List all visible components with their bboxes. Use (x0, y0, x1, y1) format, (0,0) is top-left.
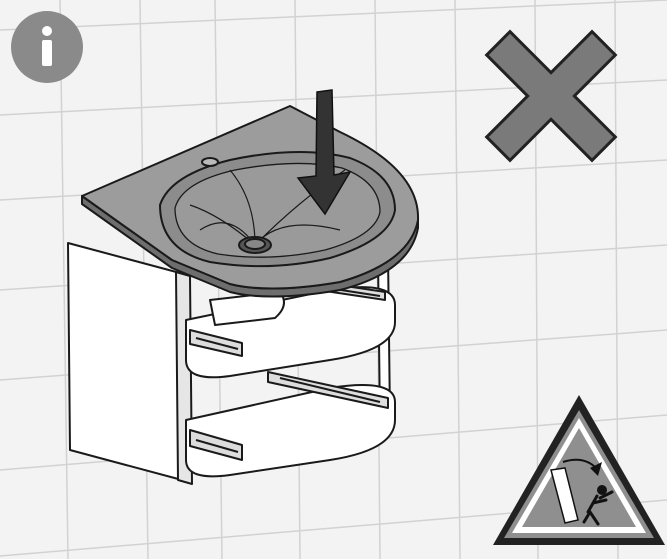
cross-icon (484, 29, 618, 163)
tipping-hazard-warning-icon (493, 395, 665, 545)
down-arrow-icon (296, 89, 352, 216)
tap-hole (201, 157, 219, 167)
cabinet-side-panel (67, 242, 183, 481)
info-icon (11, 11, 83, 83)
lower-drawer-rail (189, 371, 389, 461)
vanity-cabinet (67, 242, 396, 485)
